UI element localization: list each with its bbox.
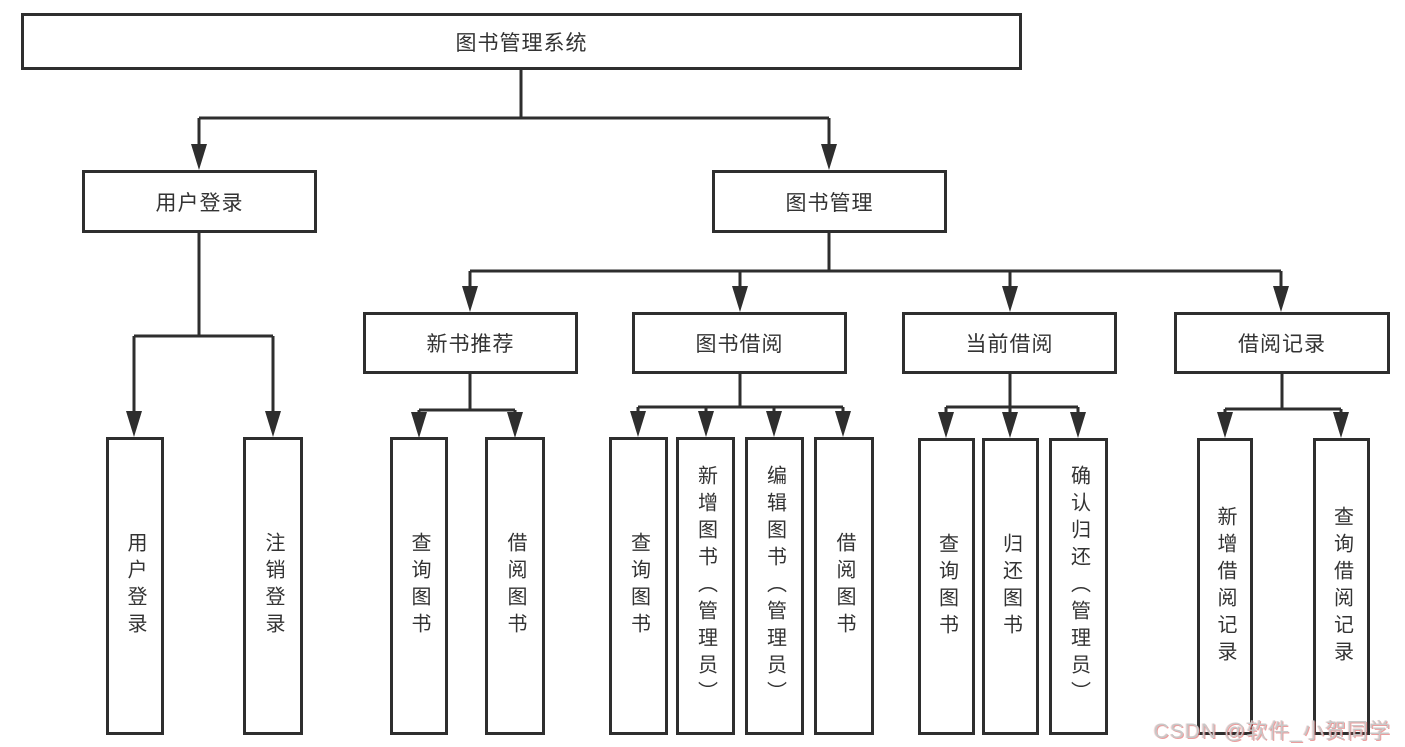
node-label: 图书借阅 <box>695 333 784 356</box>
node-label: 查询图书 <box>627 532 650 640</box>
connector-line <box>417 374 517 416</box>
arrowhead-icon <box>821 144 837 170</box>
arrowhead-icon <box>462 286 478 312</box>
node-user-login: 用户登录 <box>82 170 317 233</box>
node-borrow-records: 借阅记录 <box>1174 312 1390 374</box>
arrowhead-icon <box>1333 412 1349 438</box>
node-label: 查询图书 <box>408 532 430 640</box>
leaf-add-book-admin: 新增图书（管理员） <box>676 437 735 735</box>
node-label: 当前借阅 <box>965 333 1054 356</box>
node-label: 查询借阅记录 <box>1330 505 1353 668</box>
node-new-book-recommend: 新书推荐 <box>363 312 578 374</box>
arrowhead-icon <box>698 411 714 437</box>
arrowhead-icon <box>732 286 748 312</box>
node-system-root: 图书管理系统 <box>21 13 1022 70</box>
arrowheads <box>126 144 1349 438</box>
arrowhead-icon <box>1217 412 1233 438</box>
leaf-edit-book-admin: 编辑图书（管理员） <box>745 437 804 735</box>
arrowhead-icon <box>1273 286 1289 312</box>
node-label: 图书管理 <box>785 191 874 215</box>
leaf-user-login: 用户登录 <box>106 437 164 735</box>
node-label: 用户登录 <box>155 191 244 215</box>
leaf-logout: 注销登录 <box>243 437 303 735</box>
node-label: 借阅记录 <box>1238 333 1326 356</box>
arrowhead-icon <box>507 412 523 438</box>
node-label: 确认归还（管理员） <box>1067 465 1090 708</box>
leaf-query-books-current: 查询图书 <box>918 438 975 735</box>
connector-line <box>468 233 1283 290</box>
connector-line <box>1223 374 1343 416</box>
node-label: 新增图书（管理员） <box>694 464 717 708</box>
arrowhead-icon <box>1070 412 1086 438</box>
node-label: 借阅图书 <box>833 532 855 640</box>
node-label: 查询图书 <box>935 532 958 641</box>
connector-line <box>132 233 275 415</box>
arrowhead-icon <box>191 144 207 170</box>
leaf-query-books-recommend: 查询图书 <box>390 437 448 735</box>
node-label: 新增借阅记录 <box>1214 505 1236 668</box>
node-current-borrow: 当前借阅 <box>902 312 1117 374</box>
arrowhead-icon <box>411 412 427 438</box>
leaf-return-books: 归还图书 <box>982 438 1039 735</box>
leaf-borrow-books: 借阅图书 <box>814 437 874 735</box>
arrowhead-icon <box>1002 286 1018 312</box>
arrowhead-icon <box>126 411 142 437</box>
node-label: 编辑图书（管理员） <box>763 464 786 708</box>
leaf-borrow-books-recommend: 借阅图书 <box>485 437 545 735</box>
leaf-query-borrow-record: 查询借阅记录 <box>1313 438 1370 735</box>
node-label: 借阅图书 <box>504 532 526 640</box>
arrowhead-icon <box>938 412 954 438</box>
node-label: 归还图书 <box>999 532 1022 641</box>
connector-line <box>944 374 1080 416</box>
arrowhead-icon <box>835 411 851 437</box>
arrowhead-icon <box>1002 412 1018 438</box>
node-label: 新书推荐 <box>426 333 515 356</box>
leaf-query-books-borrow: 查询图书 <box>609 437 668 735</box>
node-label: 图书管理系统 <box>455 31 588 55</box>
node-book-borrow: 图书借阅 <box>632 312 847 374</box>
node-label: 用户登录 <box>124 532 146 640</box>
arrowhead-icon <box>766 411 782 437</box>
leaf-confirm-return-admin: 确认归还（管理员） <box>1049 438 1108 735</box>
node-label: 注销登录 <box>262 532 284 640</box>
leaf-add-borrow-record: 新增借阅记录 <box>1197 438 1253 735</box>
node-book-management: 图书管理 <box>712 170 947 233</box>
connector-line <box>636 374 845 415</box>
arrowhead-icon <box>630 411 646 437</box>
arrowhead-icon <box>265 411 281 437</box>
connector-line <box>197 70 831 150</box>
